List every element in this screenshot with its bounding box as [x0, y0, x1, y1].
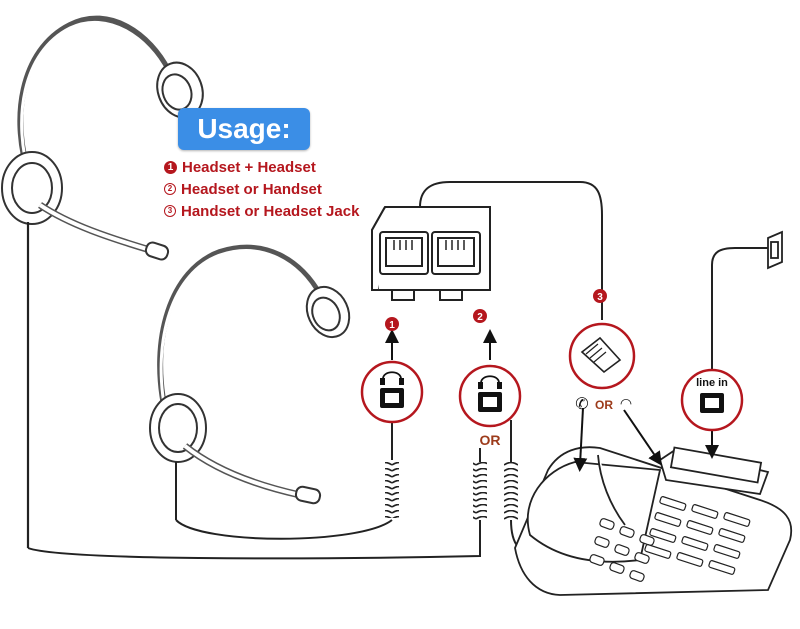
callout-headset-jack-2	[458, 364, 522, 428]
coiled-cord-2a	[473, 448, 487, 520]
desk-telephone	[514, 446, 793, 596]
keypad	[589, 496, 751, 582]
usage-item-1-label: Headset + Headset	[182, 158, 316, 176]
usage-item-3-label: Handset or Headset Jack	[181, 202, 360, 220]
handset-icon: ✆	[575, 396, 588, 413]
callout-headset-jack-1	[360, 360, 424, 424]
headset-1	[1, 15, 204, 548]
marker-3: 3	[593, 289, 607, 303]
usage-title: Usage:	[178, 108, 310, 150]
or-label-jack-2: OR	[480, 432, 501, 448]
wall-jack	[767, 230, 783, 270]
splitter-adapter	[370, 206, 491, 301]
marker-3-label: 3	[597, 292, 603, 303]
headset-icon: ◠	[620, 395, 632, 411]
usage-list: 1 Headset + Headset 2 Headset or Handset 3…	[164, 156, 359, 222]
usage-item-2-label: Headset or Handset	[181, 180, 322, 198]
usage-item-3: 3 Handset or Headset Jack	[164, 200, 359, 222]
wires	[27, 181, 768, 560]
coiled-cord-2b	[504, 420, 518, 520]
line-in-label: line in	[696, 377, 728, 389]
coiled-cord-1	[385, 420, 399, 518]
marker-1: 1	[385, 317, 399, 331]
jack-port-1	[379, 231, 429, 275]
marker-2-label: 2	[477, 312, 483, 323]
callout-rj-plug	[568, 322, 636, 390]
jack-port-2	[431, 231, 481, 275]
usage-item-1: 1 Headset + Headset	[164, 156, 359, 178]
usage-item-1-num: 1	[164, 160, 177, 174]
marker-2: 2	[473, 309, 487, 323]
usage-item-2: 2 Headset or Handset	[164, 178, 359, 200]
callout-line-in	[680, 368, 744, 432]
usage-item-2-num: 2	[164, 183, 176, 195]
arrows	[385, 329, 719, 472]
marker-1-label: 1	[389, 320, 395, 331]
headset-2	[149, 244, 351, 520]
or-label-handset: OR	[595, 398, 613, 412]
usage-item-3-num: 3	[164, 205, 176, 217]
